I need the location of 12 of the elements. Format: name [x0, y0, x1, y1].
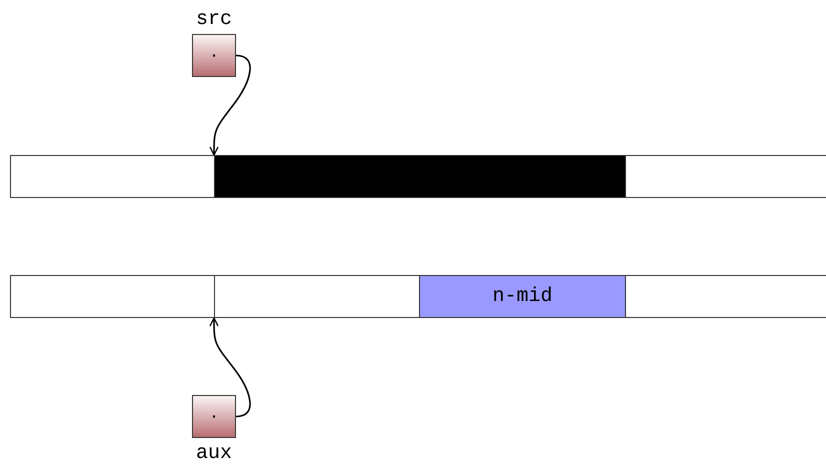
arrow: [209, 54, 251, 156]
array-cell: n-mid: [419, 275, 626, 318]
pointer-dot: ·: [209, 48, 219, 64]
variable-name: src: [196, 10, 232, 30]
pointer-dot: ·: [209, 408, 219, 424]
array-cell: [214, 275, 420, 318]
array-cell: [625, 155, 826, 198]
variable-name: aux: [196, 444, 232, 464]
array-cell: [10, 275, 215, 318]
array-cell: [625, 275, 826, 318]
array-cell: [214, 155, 626, 198]
array-cell: [10, 155, 215, 198]
